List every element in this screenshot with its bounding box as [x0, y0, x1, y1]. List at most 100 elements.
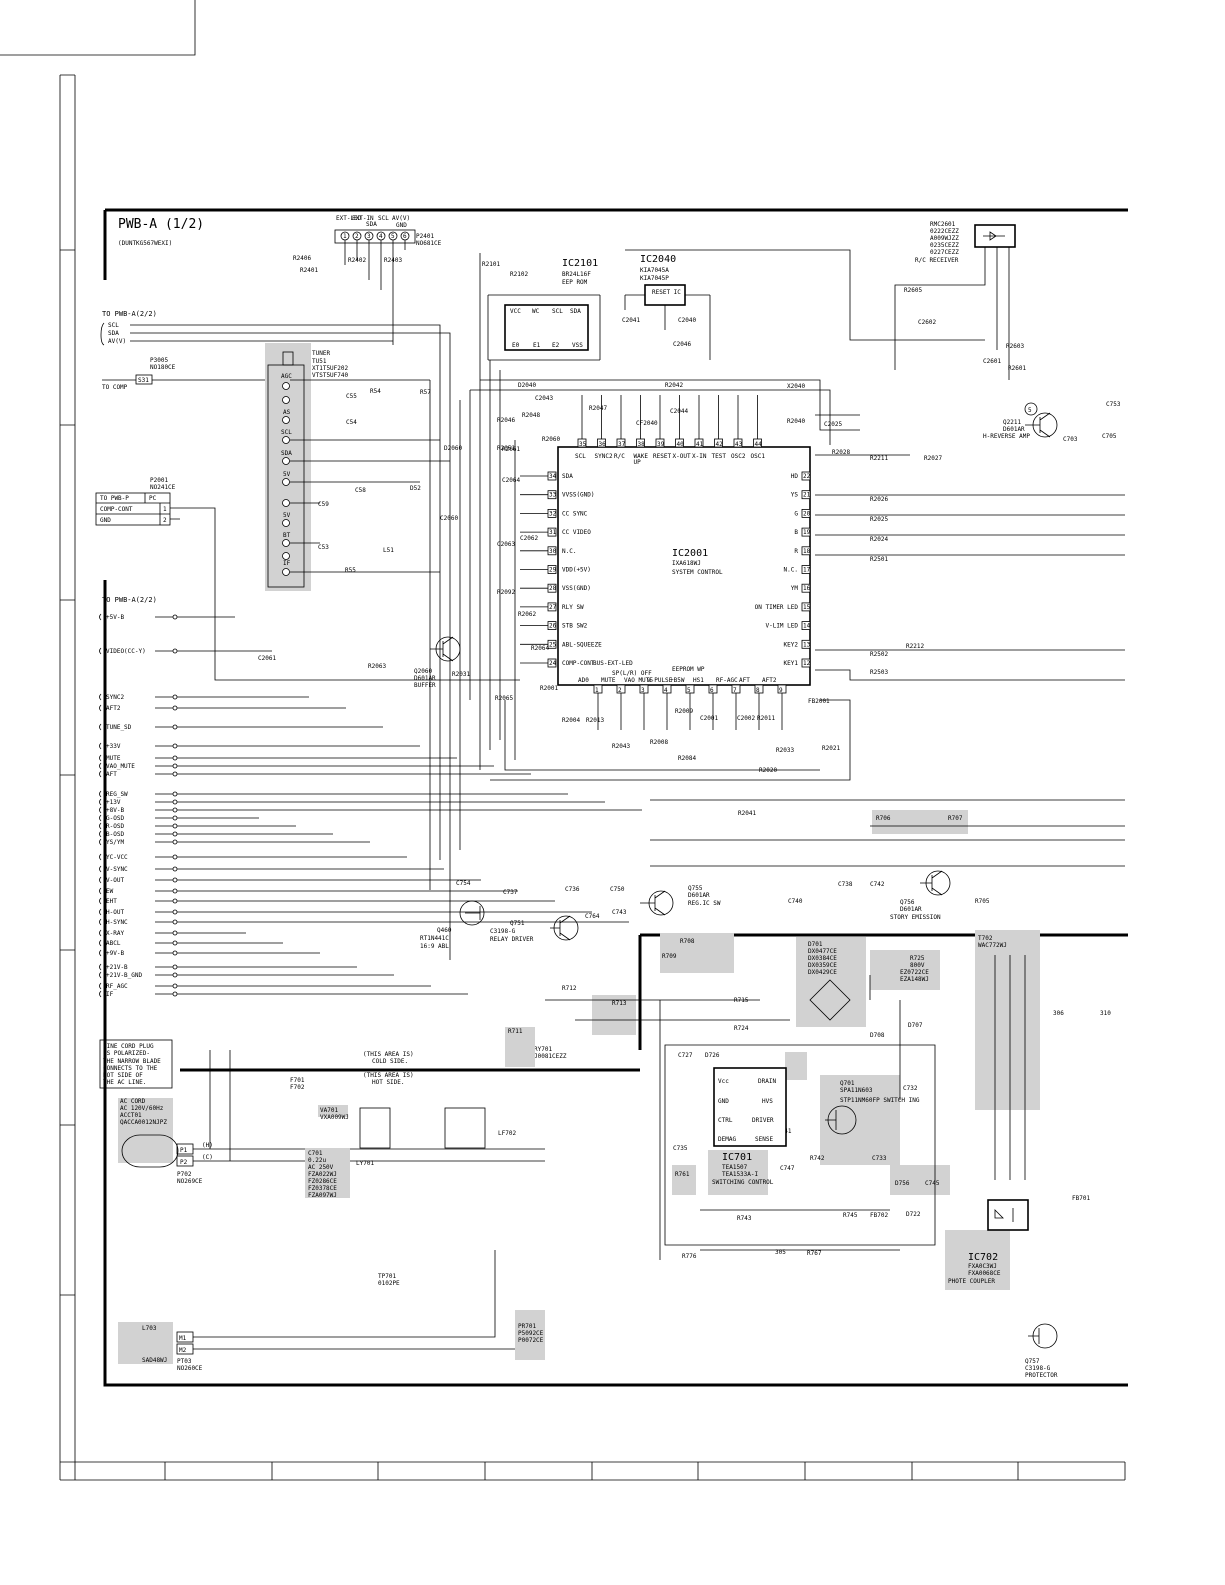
- c703: R724: [734, 1025, 749, 1032]
- svg-text:TO COMP: TO COMP: [102, 384, 128, 391]
- r752: C736: [565, 886, 580, 893]
- bus-terminal: [172, 614, 178, 620]
- bus-signal-label: +5V-B: [106, 614, 124, 621]
- svg-text:S31: S31: [138, 377, 149, 384]
- bus-signal-label: +8V-B: [106, 807, 124, 814]
- svg-text:SCL: SCL: [108, 322, 119, 329]
- bus-bracket: [99, 613, 102, 621]
- d755: R712: [562, 985, 577, 992]
- ic2001-pin-label: TEST: [712, 453, 727, 460]
- svg-text:RT1N441C: RT1N441C: [420, 935, 449, 942]
- svg-text:AC 250V: AC 250V: [308, 1164, 334, 1171]
- c2002: R2011: [757, 715, 775, 722]
- p2401-pin: 6: [403, 233, 407, 240]
- l51: D52: [410, 485, 421, 492]
- bus-bracket: [99, 822, 102, 830]
- q756: Q756 D601AR STORY EMISSION: [890, 870, 951, 921]
- c2041: C2041: [622, 317, 640, 324]
- svg-text:FZ0286CE: FZ0286CE: [308, 1178, 337, 1185]
- ic2001-pin-label: OSC2: [731, 453, 746, 460]
- svg-text:800V: 800V: [910, 962, 925, 969]
- bus-signal-label: EHT: [106, 898, 117, 905]
- ic2001-pin-label: SCL: [575, 453, 586, 460]
- svg-text:E2: E2: [552, 342, 560, 349]
- svg-text:FZA022WJ: FZA022WJ: [308, 1171, 337, 1178]
- ic2001-pin-label: B: [794, 529, 798, 536]
- svg-text:(H): (H): [202, 1142, 213, 1149]
- bus-terminal: [172, 898, 178, 904]
- c2061: R2063: [368, 663, 386, 670]
- ic2001-pin-num: [801, 508, 811, 518]
- p2401-label: EXT-LED: [336, 215, 362, 222]
- c59: C53: [318, 544, 329, 551]
- r2060: R2061: [502, 446, 520, 453]
- svg-text:FZ0378CE: FZ0378CE: [308, 1185, 337, 1192]
- r715: R767: [807, 1250, 822, 1257]
- bus-signal-label: TUNE_SD: [106, 724, 132, 731]
- ic2001-pin-label: VDD(+5V): [562, 567, 591, 574]
- svg-text:P3005: P3005: [150, 357, 168, 364]
- ic2101-eeprom: IC2101 BR24L16F EEP ROM VCC WC SCL SDA E…: [487, 258, 601, 361]
- svg-text:NO260CE: NO260CE: [177, 1365, 203, 1372]
- r2065: R2001: [540, 685, 558, 692]
- c58: C59: [318, 501, 329, 508]
- p2401-pin: 4: [379, 233, 383, 240]
- ic2001-pin-label: KEY2: [784, 641, 799, 648]
- p2401-label: SCL: [378, 215, 389, 222]
- c727: 306: [1053, 1010, 1064, 1017]
- ic2001-pin-label: SYNC2: [595, 453, 613, 460]
- r2603: R2603: [1006, 343, 1024, 350]
- r2031: R2065: [495, 695, 513, 702]
- svg-text:P5092CE: P5092CE: [518, 1330, 544, 1337]
- svg-text:SAD48WJ: SAD48WJ: [142, 1357, 167, 1364]
- r657-r658: R706 R707: [650, 799, 1125, 867]
- t702-transformer: T702 WAC772WJ: [978, 935, 1026, 1180]
- d705: 800V EZ0722CE EZA148WJ: [900, 962, 929, 983]
- c2063: R2092: [497, 589, 515, 596]
- r753: C750: [610, 886, 625, 893]
- ic2001-pin-num: 34: [549, 473, 557, 480]
- bus-bracket: [99, 723, 102, 731]
- ic2001-pin-num: 5: [687, 687, 691, 694]
- svg-text:Q751: Q751: [510, 920, 525, 927]
- ic2001-pin-label: VSS(GND): [562, 585, 591, 592]
- r2047: R2048: [522, 412, 540, 419]
- svg-text:AGC: AGC: [281, 373, 292, 380]
- svg-text:5V: 5V: [283, 471, 291, 478]
- ic2001-pin-label: KEY1: [784, 660, 799, 667]
- ic2001-pin-num: [801, 490, 811, 500]
- q755: Q755 D601AR REG.IC SW: [640, 885, 721, 916]
- svg-text:THE AC LINE.: THE AC LINE.: [103, 1079, 146, 1086]
- ic2001-pin-num: 44: [755, 441, 763, 448]
- r2013: R2043: [612, 743, 630, 750]
- ic2001-pin-num: 42: [716, 441, 724, 448]
- bus-bracket: [99, 762, 102, 770]
- c53: L51: [383, 547, 394, 554]
- bus-terminal: [172, 694, 178, 700]
- bus-signal-label: YC-VCC: [106, 854, 128, 861]
- ic2001-pin-num: 32: [549, 510, 557, 517]
- svg-text:VTST5UF740: VTST5UF740: [312, 372, 349, 379]
- svg-text:H-REVERSE AMP: H-REVERSE AMP: [983, 433, 1030, 440]
- ic2001-pin-num: 1: [595, 687, 599, 694]
- svg-text:STP11NM60FP SWITCH ING: STP11NM60FP SWITCH ING: [840, 1097, 920, 1104]
- ic2001-pin-label: RESET: [653, 453, 671, 460]
- bus-signal-label: AFT: [106, 771, 117, 778]
- svg-text:Vcc: Vcc: [718, 1078, 729, 1085]
- svg-text:E1: E1: [533, 342, 541, 349]
- tuner: TUNER TU51 XT1T5UF202 VTST5UF740 AGC AS …: [265, 343, 450, 591]
- p2401-label: SDA: [366, 221, 377, 228]
- svg-text:BT: BT: [283, 532, 291, 539]
- d2060: D2040: [518, 382, 536, 389]
- svg-text:AC CORD: AC CORD: [120, 1098, 146, 1105]
- ic2001-pin-label: COMP-CONT: [562, 660, 595, 667]
- ic2001-pin-num: 6: [710, 687, 714, 694]
- svg-text:Q756: Q756: [900, 899, 915, 906]
- svg-text:SWITCHING CONTROL: SWITCHING CONTROL: [712, 1179, 774, 1186]
- r2211: R2027: [924, 455, 942, 462]
- bus-bracket: [99, 798, 102, 806]
- svg-text:D601AR: D601AR: [414, 675, 436, 682]
- svg-text:RELAY DRIVER: RELAY DRIVER: [490, 936, 534, 943]
- c2064: C2060: [440, 515, 458, 522]
- svg-text:FXA0C3WJ: FXA0C3WJ: [968, 1263, 997, 1270]
